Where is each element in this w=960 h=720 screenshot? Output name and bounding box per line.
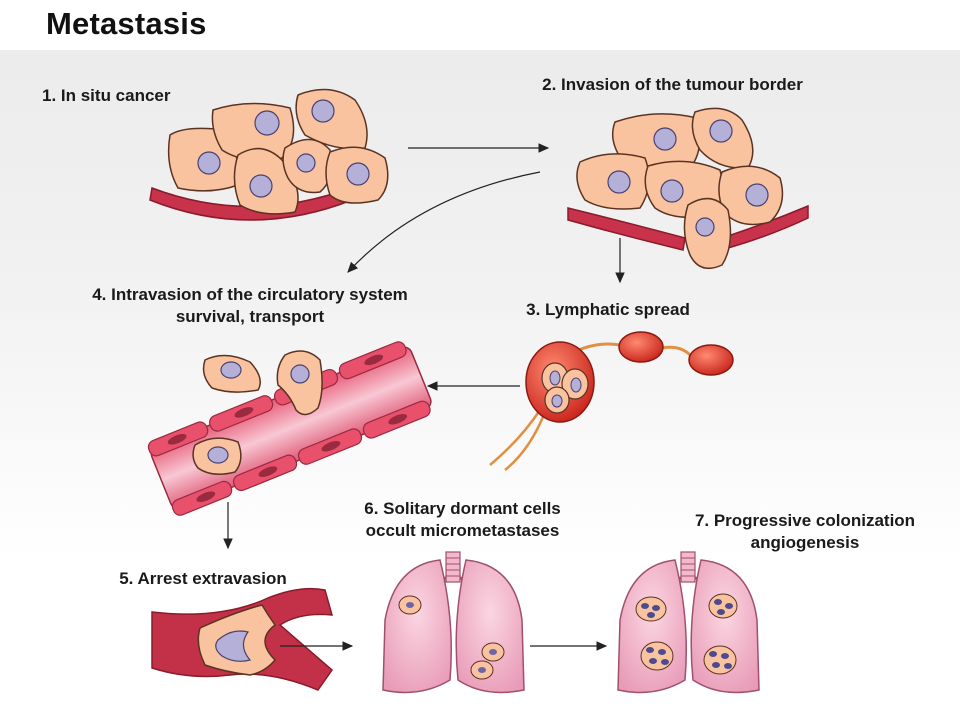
step2-label-line1: 2. Invasion of the tumour border [542, 75, 803, 94]
step6-label-line2: occult micrometastases [365, 521, 560, 540]
stage3-lymphatic-illustration [489, 331, 734, 471]
step6-label: 6. Solitary dormant cells occult microme… [340, 498, 585, 542]
stage7-lungs-illustration [617, 551, 760, 694]
step7-label-line2: angiogenesis [750, 533, 860, 552]
step5-label-line1: 5. Arrest extravasion [119, 569, 287, 588]
page-title: Metastasis [46, 6, 207, 41]
step4-label-line1: 4. Intravasion of the circulatory system [92, 285, 408, 304]
step6-label-line1: 6. Solitary dormant cells [364, 499, 561, 518]
stage4-intravasion-illustration [147, 341, 432, 516]
stage2-invasion-illustration [567, 107, 809, 270]
step3-label-line1: 3. Lymphatic spread [526, 300, 690, 319]
step2-label: 2. Invasion of the tumour border [520, 74, 825, 96]
stage6-lungs-illustration [382, 551, 525, 694]
flow-arrows [223, 143, 625, 651]
step1-label-line1: 1. In situ cancer [42, 86, 171, 105]
step4-label-line2: survival, transport [175, 307, 325, 326]
step7-label: 7. Progressive colonization angiogenesis [680, 510, 930, 554]
stage1-in-situ-illustration [149, 88, 389, 221]
step5-label: 5. Arrest extravasion [103, 568, 303, 590]
step4-label: 4. Intravasion of the circulatory system… [70, 284, 430, 328]
step7-label-line1: 7. Progressive colonization [694, 511, 916, 530]
arrow-2-to-4 [347, 171, 541, 273]
step3-label: 3. Lymphatic spread [513, 299, 703, 321]
title-bar [0, 0, 960, 50]
stage5-extravasion-illustration [151, 587, 334, 691]
step1-label: 1. In situ cancer [42, 85, 171, 107]
